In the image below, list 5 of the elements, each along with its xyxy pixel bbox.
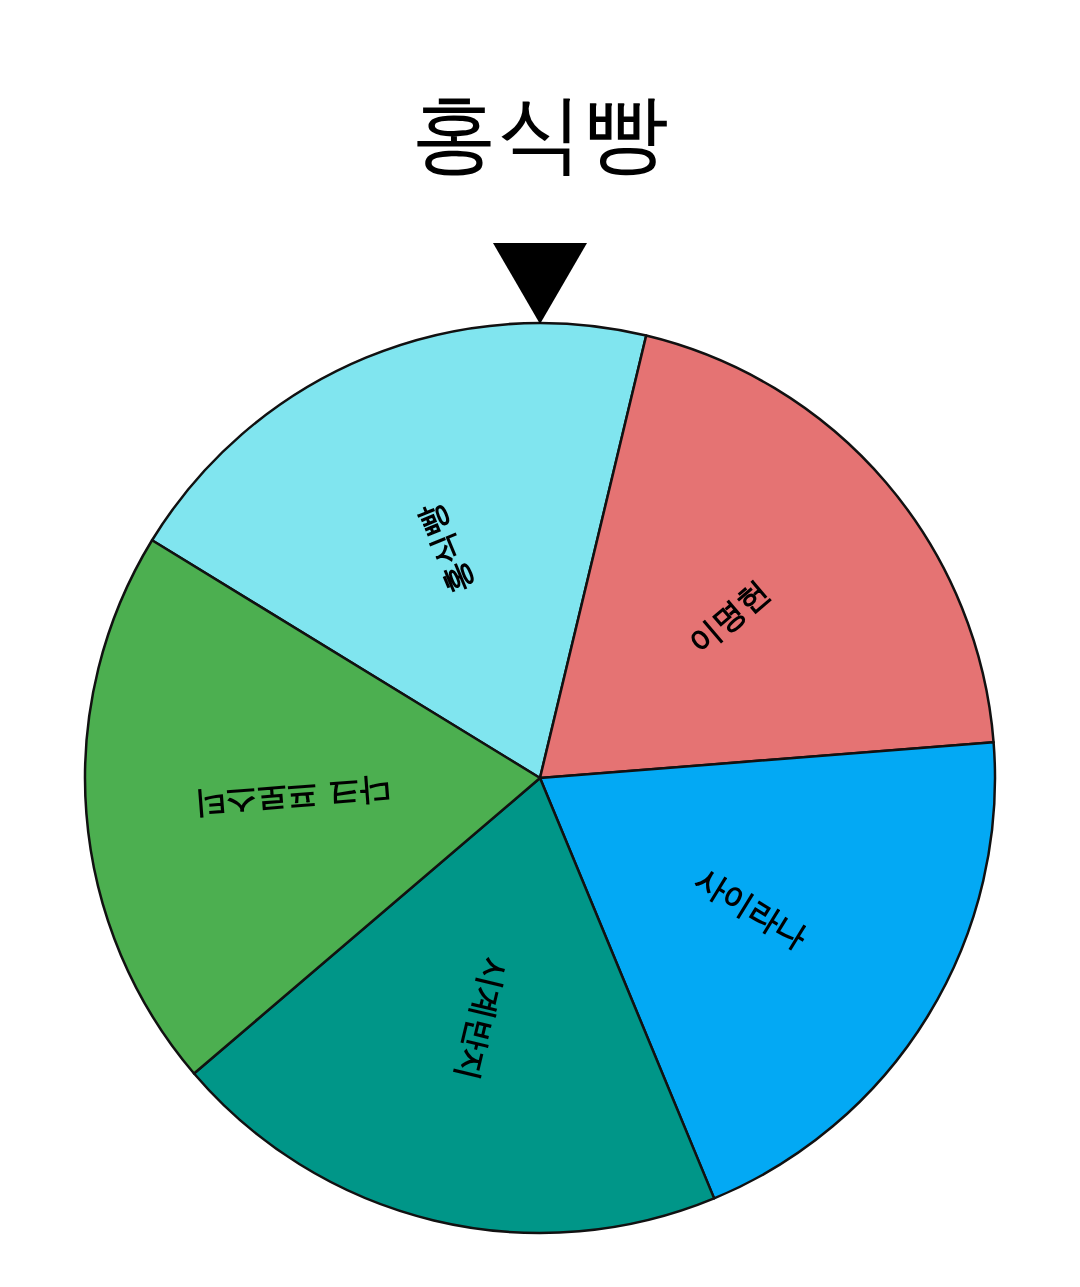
- slice-label: 시계반지: [450, 954, 515, 1084]
- title: 홍식빵: [411, 86, 669, 181]
- slice-label: 다크 프로스티: [193, 771, 393, 824]
- wheel-slice: [538, 334, 995, 780]
- wheel-slice: [538, 741, 996, 1200]
